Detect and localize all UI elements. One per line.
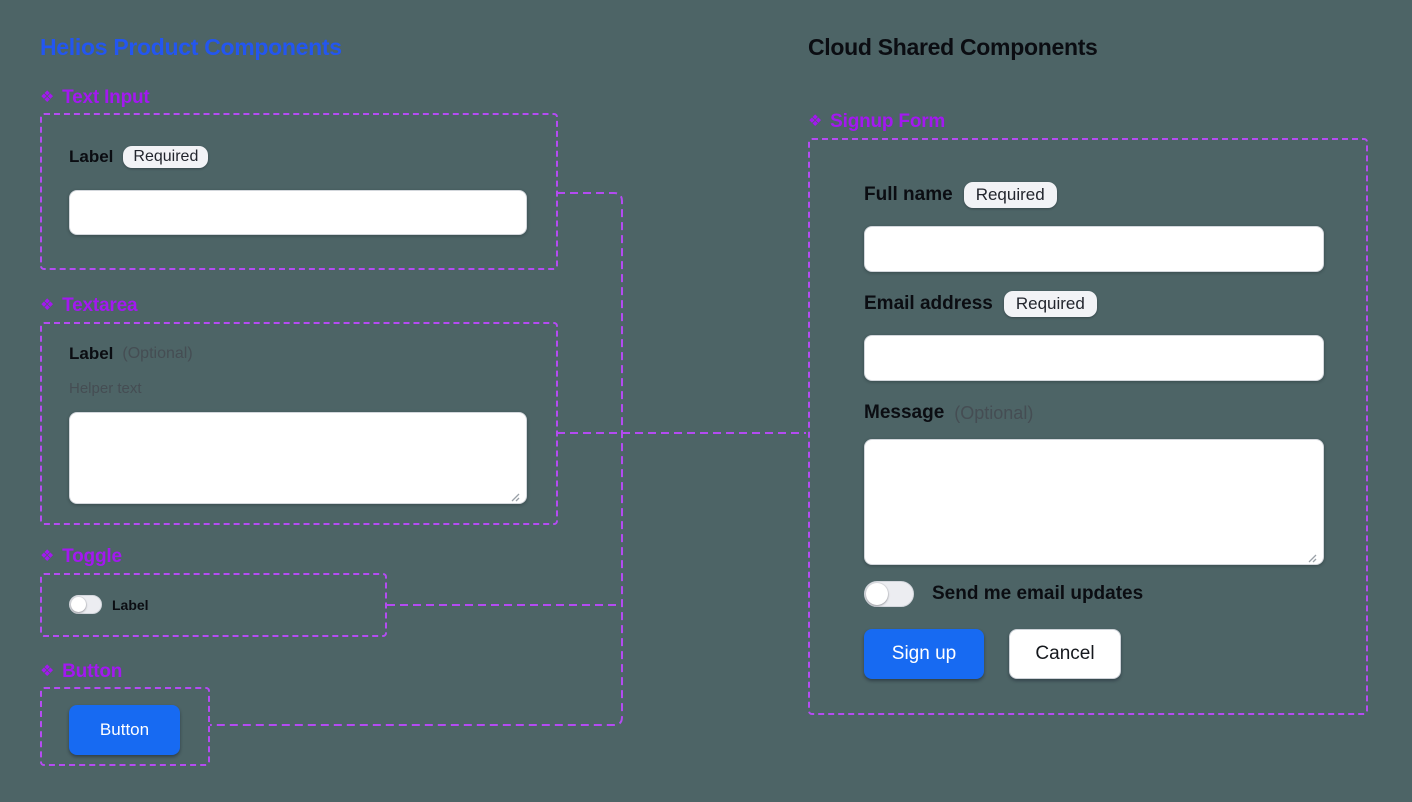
section-label-toggle: ❖ Toggle [40, 546, 122, 568]
optional-note: (Optional) [122, 345, 193, 362]
field-label: Label [69, 147, 114, 166]
email-updates-row: Send me email updates [864, 581, 1143, 607]
component-diamond-icon: ❖ [40, 663, 55, 680]
section-name: Toggle [62, 546, 122, 567]
helper-text: Helper text [69, 380, 142, 397]
email-updates-label: Send me email updates [932, 583, 1144, 604]
section-name: Text Input [62, 87, 150, 108]
field-label: Email address [864, 293, 993, 314]
component-diamond-icon: ❖ [40, 297, 55, 314]
required-badge: Required [1003, 291, 1097, 317]
toggle-knob [71, 597, 86, 612]
cancel-button[interactable]: Cancel [1009, 629, 1121, 679]
textarea-component-frame: Label (Optional) Helper text [40, 322, 558, 525]
field-label-row: Full name Required [864, 182, 1057, 208]
toggle-switch[interactable] [69, 595, 102, 614]
email-updates-toggle[interactable] [864, 581, 914, 607]
toggle-knob [866, 583, 888, 605]
component-button[interactable]: Button [69, 705, 180, 755]
sign-up-button[interactable]: Sign up [864, 629, 984, 679]
field-label: Label [69, 344, 114, 363]
button-component-frame: Button [40, 687, 210, 766]
email-address-input[interactable] [864, 335, 1324, 381]
field-label: Full name [864, 184, 953, 205]
optional-note: (Optional) [954, 402, 1034, 423]
section-name: Signup Form [830, 111, 946, 132]
section-label-textarea: ❖ Textarea [40, 295, 138, 317]
text-input-field[interactable] [69, 190, 527, 235]
toggle-label: Label [112, 596, 149, 613]
field-label-row: Message (Optional) [864, 402, 1033, 424]
field-label: Message [864, 402, 945, 423]
section-name: Textarea [62, 295, 138, 316]
toggle-component-frame: Label [40, 573, 387, 637]
left-panel-title: Helios Product Components [40, 34, 342, 60]
required-badge: Required [123, 146, 209, 168]
right-panel-title: Cloud Shared Components [808, 34, 1098, 60]
toggle-row: Label [69, 595, 149, 614]
field-label-row: Email address Required [864, 291, 1097, 317]
section-name: Button [62, 661, 123, 682]
text-input-component-frame: Label Required [40, 113, 558, 270]
full-name-input[interactable] [864, 226, 1324, 272]
component-diamond-icon: ❖ [40, 89, 55, 106]
signup-form-frame: Full name Required Email address Require… [808, 138, 1368, 715]
message-textarea[interactable] [864, 439, 1324, 565]
component-diamond-icon: ❖ [808, 113, 823, 130]
section-label-text-input: ❖ Text Input [40, 87, 150, 109]
section-label-button: ❖ Button [40, 661, 122, 683]
required-badge: Required [963, 182, 1057, 208]
field-label-row: Label Required [69, 146, 209, 168]
field-label-row: Label (Optional) [69, 344, 193, 364]
component-diamond-icon: ❖ [40, 548, 55, 565]
section-label-signup-form: ❖ Signup Form [808, 111, 945, 133]
textarea-field[interactable] [69, 412, 527, 504]
